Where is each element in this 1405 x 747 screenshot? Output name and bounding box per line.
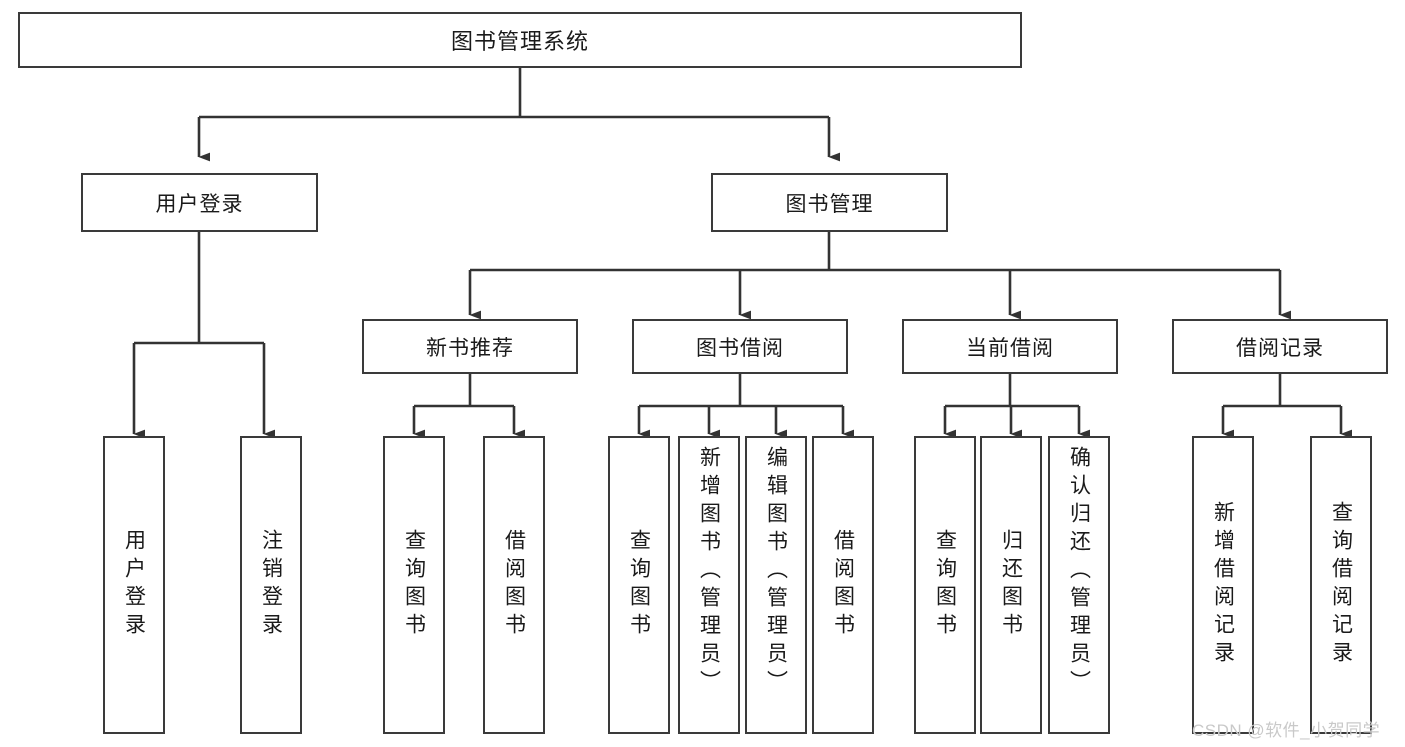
node-label: 新增图书（管理员） [697,446,721,698]
node-label: 注销登录 [259,529,283,641]
node-label: 用户登录 [122,529,146,641]
leaf-add-book[interactable]: 新增图书（管理员） [678,436,740,734]
node-label: 查询图书 [933,529,957,641]
node-label: 当前借阅 [966,336,1054,360]
node-label: 图书借阅 [696,336,784,360]
leaf-query-book-borrow[interactable]: 查询图书 [608,436,670,734]
node-label: 图书管理系统 [450,29,589,54]
node-label: 借阅图书 [831,529,855,641]
node-label: 查询图书 [402,529,426,641]
node-current-borrow[interactable]: 当前借阅 [902,319,1118,374]
node-label: 查询借阅记录 [1329,501,1353,669]
leaf-query-borrow-record[interactable]: 查询借阅记录 [1310,436,1372,734]
node-label: 借阅图书 [502,529,526,641]
node-label: 编辑图书（管理员） [764,446,788,698]
leaf-query-book-current[interactable]: 查询图书 [914,436,976,734]
node-label: 归还图书 [999,529,1023,641]
leaf-logout-login[interactable]: 注销登录 [240,436,302,734]
leaf-user-login[interactable]: 用户登录 [103,436,165,734]
node-label: 新增借阅记录 [1211,501,1235,669]
node-label: 确认归还（管理员） [1067,446,1091,698]
node-user-login[interactable]: 用户登录 [81,173,318,232]
node-book-borrow[interactable]: 图书借阅 [632,319,848,374]
node-root-book-management-system[interactable]: 图书管理系统 [18,12,1022,68]
leaf-return-book[interactable]: 归还图书 [980,436,1042,734]
leaf-query-book-recommend[interactable]: 查询图书 [383,436,445,734]
node-label: 借阅记录 [1236,336,1324,360]
leaf-borrow-book-recommend[interactable]: 借阅图书 [483,436,545,734]
node-new-book-recommend[interactable]: 新书推荐 [362,319,578,374]
node-borrow-record[interactable]: 借阅记录 [1172,319,1388,374]
node-label: 新书推荐 [426,336,514,360]
node-label: 图书管理 [785,192,874,216]
node-label: 查询图书 [627,529,651,641]
leaf-confirm-return[interactable]: 确认归还（管理员） [1048,436,1110,734]
leaf-add-borrow-record[interactable]: 新增借阅记录 [1192,436,1254,734]
node-label: 用户登录 [155,192,244,216]
leaf-edit-book[interactable]: 编辑图书（管理员） [745,436,807,734]
leaf-borrow-book-borrow[interactable]: 借阅图书 [812,436,874,734]
node-book-management[interactable]: 图书管理 [711,173,948,232]
